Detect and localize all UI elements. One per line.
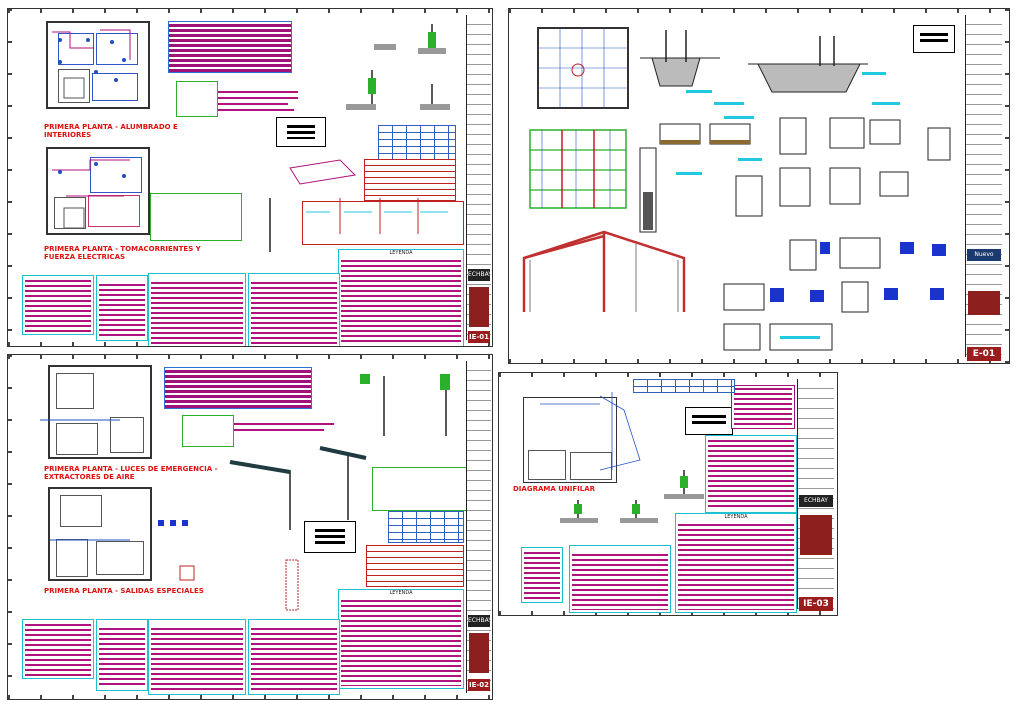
heading-special: PRIMERA PLANTA - SALIDAS ESPECIALES <box>44 587 204 595</box>
title-block-ie-01: ECHBAY IE-01 <box>466 15 492 343</box>
notes-legend-4 <box>731 385 795 429</box>
fixtures-legend-4 <box>569 545 671 613</box>
panel-diagram-1 <box>176 81 218 117</box>
title-block-e-01: Nuevo E-01 <box>965 15 1002 361</box>
symbols-legend-1 <box>22 275 94 335</box>
fixtures-legend-1 <box>148 273 246 346</box>
sheet-code: IE-01 <box>468 331 490 343</box>
note-box-2 <box>913 25 955 53</box>
sheet-e-01: Nuevo E-01 <box>508 8 1010 364</box>
specs-legend-4 <box>705 435 797 513</box>
sheet-ie-02: PRIMERA PLANTA - LUCES DE EMERGENCIA - E… <box>7 354 493 700</box>
floor-plan-special <box>48 487 152 581</box>
floor-plan-lighting <box>46 21 150 109</box>
fixtures-legend-2 <box>148 619 246 695</box>
note-box-1 <box>276 117 326 147</box>
specs-legend-2 <box>248 619 340 695</box>
title-block-ie-03: ECHBAY IE-03 <box>797 379 834 611</box>
symbols-legend-2 <box>22 619 94 679</box>
legend-table-1: LEYENDA <box>338 249 464 346</box>
symbols-table-1 <box>378 125 456 165</box>
sheet-ie-01: PRIMERA PLANTA - ALUMBRADO E INTERIORES … <box>7 8 493 347</box>
legend-table-4: LEYENDA <box>675 513 797 613</box>
circuit-table-1 <box>364 159 456 201</box>
load-table <box>168 21 292 73</box>
note-box-3 <box>304 521 356 553</box>
sheet-code: E-01 <box>967 347 1001 361</box>
symbols-table-2 <box>388 511 464 543</box>
title-block-ie-02: ECHBAY IE-02 <box>466 361 492 693</box>
panel-diagram-2 <box>150 193 242 241</box>
heading-unifilar: DIAGRAMA UNIFILAR <box>513 485 596 493</box>
load-table-2 <box>164 367 312 409</box>
legend-table-2: LEYENDA <box>338 589 464 689</box>
pipe-legend-2 <box>96 619 148 691</box>
heading-lighting: PRIMERA PLANTA - ALUMBRADO E INTERIORES <box>44 123 178 139</box>
panel-diagram-3 <box>182 415 234 447</box>
floor-plan-unifilar <box>523 397 617 483</box>
border-ticks-top <box>8 9 492 13</box>
symbols-legend-4 <box>521 547 563 603</box>
border-ticks-left <box>8 9 12 346</box>
sheet-code: IE-03 <box>799 597 833 611</box>
circuit-table-2 <box>366 545 464 587</box>
detail-strip-1 <box>302 201 464 245</box>
pipe-legend-1 <box>96 275 148 341</box>
header-table-4 <box>633 379 735 393</box>
specs-legend-1 <box>248 273 340 346</box>
heading-outlets: PRIMERA PLANTA - TOMACORRIENTES Y FUERZA… <box>44 245 201 261</box>
floor-plan-emergency <box>48 365 152 459</box>
sheet-code: IE-02 <box>468 679 490 691</box>
heading-emergency: PRIMERA PLANTA - LUCES DE EMERGENCIA - E… <box>44 465 218 481</box>
sheet-ie-03: DIAGRAMA UNIFILAR LEYENDA ECHBAY IE-03 <box>498 372 838 616</box>
